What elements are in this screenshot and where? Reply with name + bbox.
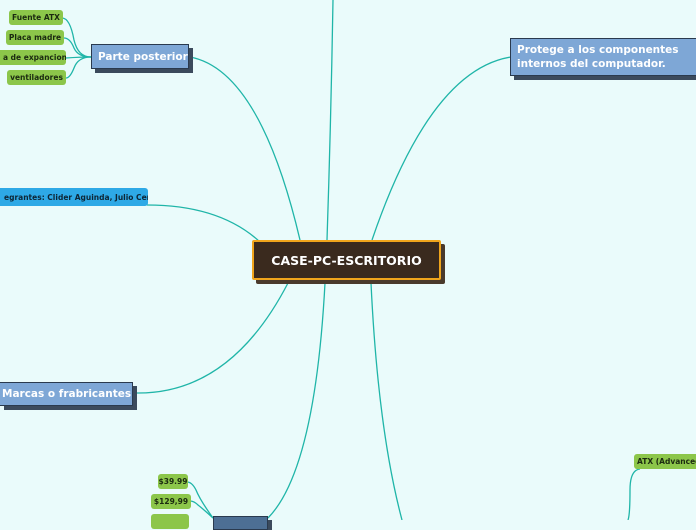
- link-protege: [371, 56, 512, 241]
- marcas-node[interactable]: Marcas o frabricantes: [0, 382, 133, 406]
- link-integrantes: [146, 204, 261, 243]
- leaf-ventiladores-label: ventiladores: [10, 73, 63, 82]
- leaf-fuente-atx[interactable]: Fuente ATX: [9, 10, 63, 25]
- parte-posterior-node[interactable]: Parte posterior: [91, 44, 189, 69]
- central-topic[interactable]: CASE-PC-ESCRITORIO: [252, 240, 441, 280]
- link-bottom-left: [267, 282, 326, 519]
- leaf-price-1[interactable]: $39.99: [158, 474, 188, 489]
- link-leaf-placa: [63, 37, 92, 58]
- leaf-atx-label: ATX (Advanced: [637, 457, 696, 466]
- leaf-placa-madre[interactable]: Placa madre: [6, 30, 64, 45]
- marcas-label: Marcas o frabricantes: [2, 388, 132, 400]
- leaf-expancion-label: a de expancion: [3, 53, 66, 62]
- link-leaf-price-1: [186, 481, 214, 519]
- leaf-expancion[interactable]: a de expancion: [0, 50, 66, 65]
- leaf-placa-madre-label: Placa madre: [8, 33, 62, 42]
- central-topic-label: CASE-PC-ESCRITORIO: [271, 252, 422, 268]
- link-leaf-atx: [627, 468, 641, 520]
- protege-node[interactable]: Protege a los componentes internos del c…: [510, 38, 696, 76]
- leaf-fuente-atx-label: Fuente ATX: [12, 13, 60, 22]
- leaf-price-3[interactable]: [151, 514, 189, 529]
- link-leaf-fuente: [61, 17, 92, 58]
- parte-posterior-label: Parte posterior: [98, 50, 188, 63]
- link-bottom-right: [370, 282, 403, 520]
- link-top: [326, 0, 334, 241]
- protege-label: Protege a los componentes internos del c…: [517, 44, 679, 70]
- leaf-price-1-label: $39.99: [158, 477, 188, 486]
- integrantes-label: egrantes: Clider Aguinda, Julio Cerda: [4, 192, 148, 202]
- leaf-atx[interactable]: ATX (Advanced: [634, 454, 696, 469]
- link-parte-posterior: [189, 56, 301, 241]
- leaf-price-2-label: $129,99: [153, 497, 189, 506]
- integrantes-node[interactable]: egrantes: Clider Aguinda, Julio Cerda: [0, 188, 148, 206]
- precios-node[interactable]: [213, 516, 268, 530]
- link-leaf-ventiladores: [65, 56, 92, 79]
- link-marcas: [134, 282, 289, 394]
- link-leaf-price-2: [189, 500, 214, 519]
- leaf-price-2[interactable]: $129,99: [151, 494, 191, 509]
- leaf-ventiladores[interactable]: ventiladores: [7, 70, 66, 85]
